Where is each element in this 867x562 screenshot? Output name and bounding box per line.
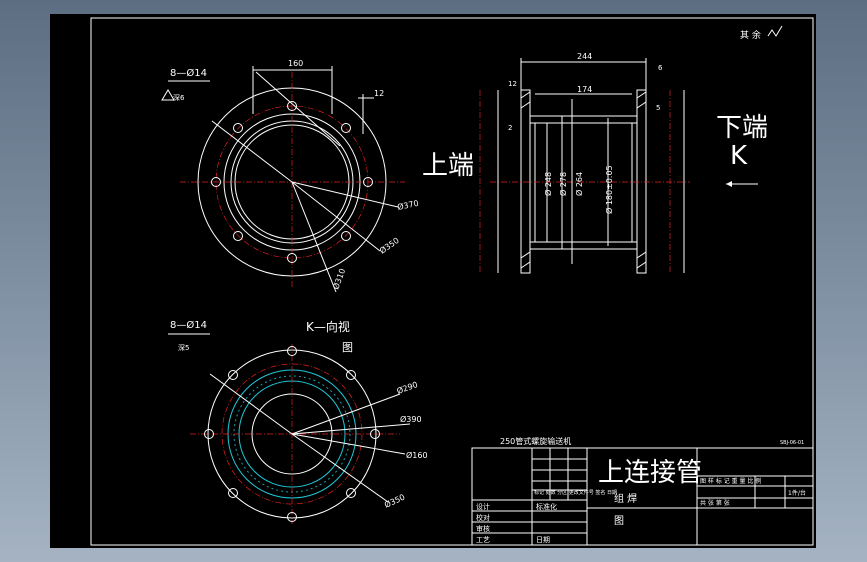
material-label-2: 图: [614, 515, 624, 527]
k-direction-view: 8—Ø14 深5 Ø290 Ø390 Ø160 Ø350: [168, 319, 428, 524]
dim-160: 160: [288, 59, 303, 68]
drawing-number: SBJ-06-01: [780, 440, 804, 446]
surface-note: 其 余: [740, 29, 761, 41]
dim-174: 174: [577, 85, 592, 94]
roughness-symbol-icon: [767, 25, 783, 37]
drawing-sheet: 其 余 160 12 8—Ø14 深6 Ø3: [50, 14, 816, 548]
small-dim-5: 5: [656, 104, 660, 112]
depth-note-top: 深6: [173, 93, 185, 102]
project-name: 250管式螺旋输送机: [500, 436, 571, 446]
cad-drawing: 其 余 160 12 8—Ø14 深6 Ø3: [90, 17, 814, 546]
dim-244: 244: [577, 52, 592, 61]
top-flange-view: 160 12 8—Ø14 深6 Ø370 Ø350 Ø310: [161, 59, 420, 293]
revision-header: 标记 处数 分区 更改文件号 签名 日期: [534, 489, 617, 496]
dim-310: Ø310: [330, 267, 347, 291]
dim-12: 12: [374, 89, 384, 98]
hole-callout-top: 8—Ø14: [170, 67, 207, 79]
row-role-0: 设计: [476, 502, 490, 511]
dim-248: Ø 248: [543, 172, 553, 196]
dim-180: Ø 180±0.05: [604, 165, 614, 214]
dim-350: Ø350: [377, 235, 400, 256]
row-c2-0: 标准化: [536, 502, 557, 511]
dim-370: Ø370: [396, 198, 419, 212]
small-dim-6: 6: [658, 64, 663, 72]
part-name: 上连接管: [598, 458, 702, 488]
drawing-border: [90, 17, 814, 546]
scale-header: 图 样 标 记 重 量 比 例: [700, 477, 761, 485]
scale-value: 1件/台: [788, 489, 806, 497]
arrow-head-icon: [726, 181, 732, 187]
label-bottom-end: 下端: [716, 113, 768, 143]
hole-callout-k: 8—Ø14: [170, 319, 207, 331]
section-view: 244 174 Ø 248 Ø 278 Ø 264 Ø 180±0.05 12 …: [479, 52, 690, 274]
row-role-3: 工艺: [476, 536, 490, 544]
material-label: 组 焊: [614, 492, 637, 505]
row-c2-3: 日期: [536, 536, 550, 544]
label-top-end: 上端: [422, 151, 474, 181]
k-view-label-2: 图: [342, 341, 353, 354]
dim-160-k: Ø160: [406, 450, 428, 460]
row-role-2: 审核: [476, 524, 490, 533]
sheet-info: 共 张 第 张: [700, 499, 730, 507]
dim-278: Ø 278: [558, 172, 568, 196]
row-role-1: 校对: [476, 513, 490, 522]
title-block: 250管式螺旋输送机 SBJ-06-01 上连接管 组 焊 图 图 样 标 记 …: [471, 436, 814, 546]
dim-290: Ø290: [395, 379, 419, 396]
small-dim-2: 2: [508, 124, 512, 132]
label-k: K: [730, 141, 748, 171]
small-dim-12: 12: [508, 80, 517, 88]
k-view-label: K—向视: [306, 319, 350, 334]
dim-350-k: Ø350: [383, 492, 407, 510]
depth-note-k: 深5: [178, 343, 189, 352]
dim-264: Ø 264: [574, 172, 584, 196]
dim-390: Ø390: [400, 414, 422, 424]
